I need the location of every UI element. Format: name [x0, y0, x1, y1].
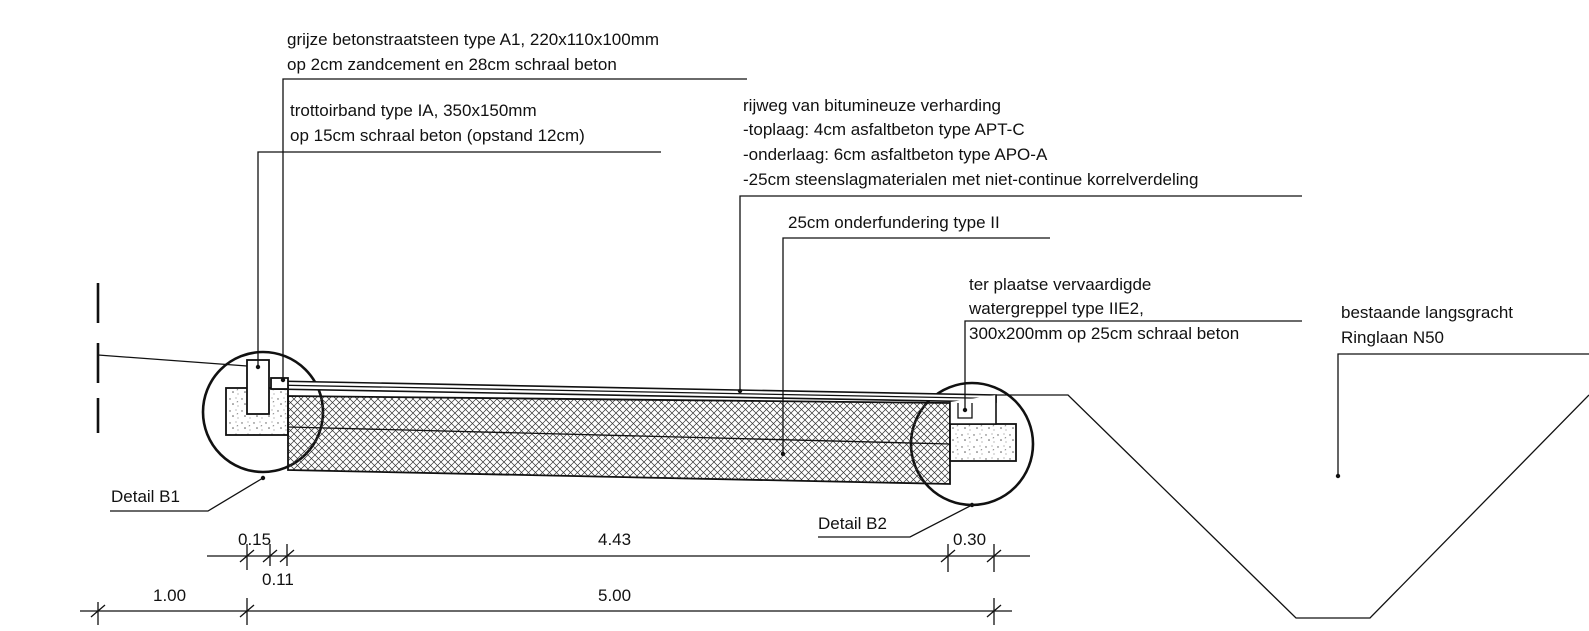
dim-total-width: 5.00 — [598, 586, 631, 605]
subbase-label: 25cm onderfundering type II — [788, 213, 1000, 232]
roadway-label-line2: -toplaag: 4cm asfaltbeton type APT-C — [743, 120, 1025, 139]
pavement-layers — [271, 380, 997, 485]
gutter-label-line2: watergreppel type IIE2, — [968, 299, 1144, 318]
dimension-lines — [80, 544, 1030, 625]
dim-gap: 0.11 — [262, 570, 294, 589]
annotation-labels: grijze betonstraatsteen type A1, 220x110… — [111, 30, 1513, 533]
curb-foundation — [225, 359, 289, 436]
gutter-label-line1: ter plaatse vervaardigde — [969, 275, 1151, 294]
paving-stone-label-line1: grijze betonstraatsteen type A1, 220x110… — [287, 30, 659, 49]
roadway-label-line4: -25cm steenslagmaterialen met niet-conti… — [743, 170, 1198, 189]
curb-label-line2: op 15cm schraal beton (opstand 12cm) — [290, 126, 585, 145]
detail-b2-label: Detail B2 — [818, 514, 887, 533]
roadway-label-line1: rijweg van bitumineuze verharding — [743, 96, 1001, 115]
dim-gutter-width: 0.30 — [953, 530, 986, 549]
detail-b1-label: Detail B1 — [111, 487, 180, 506]
curb-label-line1: trottoirband type IA, 350x150mm — [290, 101, 537, 120]
paving-stone-label-line2: op 2cm zandcement en 28cm schraal beton — [287, 55, 617, 74]
ditch-label-line1: bestaande langsgracht — [1341, 303, 1513, 322]
dim-curb-width: 0.15 — [238, 530, 271, 549]
gutter-foundation — [949, 395, 1017, 462]
ditch-label-line2: Ringlaan N50 — [1341, 328, 1444, 347]
dim-left-width: 1.00 — [153, 586, 186, 605]
leader-lines — [97, 78, 1589, 538]
roadway-label-line3: -onderlaag: 6cm asfaltbeton type APO-A — [743, 145, 1048, 164]
gutter-label-line3: 300x200mm op 25cm schraal beton — [969, 324, 1239, 343]
dimension-labels: 0.15 4.43 0.30 0.11 1.00 5.00 — [153, 530, 986, 605]
dim-roadway-width: 4.43 — [598, 530, 631, 549]
ditch-profile — [996, 394, 1589, 619]
